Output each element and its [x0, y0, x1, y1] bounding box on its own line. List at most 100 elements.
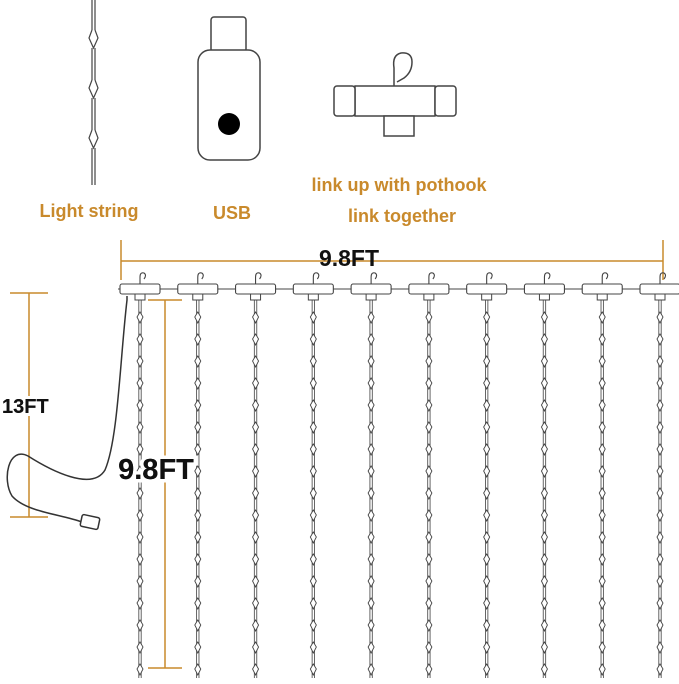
light-bulb — [136, 619, 144, 633]
light-bulb — [309, 333, 317, 347]
light-bulb — [425, 641, 433, 655]
light-bulb — [483, 399, 491, 413]
light-strand — [466, 272, 508, 678]
light-bulb — [252, 333, 260, 347]
light-bulb — [483, 619, 491, 633]
light-bulb — [598, 443, 606, 457]
light-bulb — [483, 509, 491, 523]
light-bulb — [425, 421, 433, 435]
light-bulb — [252, 575, 260, 589]
total-height-dimension-line — [10, 292, 48, 518]
light-bulb — [656, 333, 664, 347]
total-height-label-text: 13FT — [2, 396, 49, 418]
light-bulb — [656, 311, 664, 325]
light-bulb — [425, 663, 433, 677]
total-height-label: 13FT — [2, 396, 49, 418]
light-bulb — [136, 553, 144, 567]
light-bulb — [483, 421, 491, 435]
light-bulb — [194, 333, 202, 347]
light-bulb — [367, 443, 375, 457]
light-bulb — [136, 509, 144, 523]
light-bulb — [540, 553, 548, 567]
light-bulb — [656, 487, 664, 501]
light-bulb — [309, 575, 317, 589]
light-bulb — [252, 553, 260, 567]
light-bulb — [540, 531, 548, 545]
light-bulb — [367, 487, 375, 501]
light-bulb — [540, 663, 548, 677]
light-bulb — [194, 575, 202, 589]
pothook-connector — [408, 272, 450, 301]
light-bulb — [194, 355, 202, 369]
pothook-connector — [581, 272, 623, 301]
light-bulb — [598, 311, 606, 325]
light-bulb — [252, 619, 260, 633]
light-bulb — [483, 311, 491, 325]
light-bulb — [309, 509, 317, 523]
light-bulb — [309, 355, 317, 369]
pothook-connector — [350, 272, 392, 301]
light-bulb — [194, 553, 202, 567]
light-bulb — [252, 399, 260, 413]
pothook-caption-line1: link up with pothook — [312, 175, 488, 195]
light-bulb — [367, 421, 375, 435]
light-bulb — [598, 465, 606, 479]
light-strand — [350, 272, 392, 678]
light-bulb — [252, 377, 260, 391]
light-bulb — [367, 465, 375, 479]
light-bulb — [656, 377, 664, 391]
light-bulb — [483, 575, 491, 589]
light-bulb — [540, 465, 548, 479]
light-bulb — [656, 619, 664, 633]
light-bulb — [367, 619, 375, 633]
light-bulb — [598, 641, 606, 655]
light-bulb — [309, 487, 317, 501]
light-bulb — [425, 553, 433, 567]
light-bulb — [136, 641, 144, 655]
light-bulb — [252, 663, 260, 677]
pothook-caption-line2: link together — [348, 206, 456, 226]
light-bulb — [425, 531, 433, 545]
light-bulb — [367, 641, 375, 655]
pothook-connector — [292, 272, 334, 301]
usb-label: USB — [213, 203, 251, 223]
light-bulb — [656, 663, 664, 677]
light-bulb — [309, 641, 317, 655]
light-bulb — [367, 399, 375, 413]
usb-plug-illustration — [197, 16, 261, 161]
light-bulb — [656, 399, 664, 413]
light-bulb — [309, 465, 317, 479]
light-bulb — [136, 465, 144, 479]
light-bulb — [425, 509, 433, 523]
light-bulb — [540, 333, 548, 347]
light-bulb — [367, 355, 375, 369]
light-bulb — [367, 663, 375, 677]
light-bulb — [483, 597, 491, 611]
light-bulb — [367, 333, 375, 347]
light-bulb — [252, 421, 260, 435]
light-bulb — [598, 355, 606, 369]
light-bulb — [425, 575, 433, 589]
light-bulb — [252, 355, 260, 369]
light-bulb — [194, 509, 202, 523]
light-bulb — [656, 421, 664, 435]
light-bulb — [540, 377, 548, 391]
light-bulb — [483, 641, 491, 655]
light-bulb — [540, 575, 548, 589]
light-bulb — [252, 465, 260, 479]
light-bulb — [598, 575, 606, 589]
light-bulb — [309, 311, 317, 325]
light-bulb — [540, 355, 548, 369]
light-bulb — [425, 377, 433, 391]
light-bulb — [483, 443, 491, 457]
light-bulb — [598, 399, 606, 413]
light-bulb — [194, 641, 202, 655]
light-bulb — [194, 421, 202, 435]
light-bulb — [540, 399, 548, 413]
pothook-connector — [177, 272, 219, 301]
light-bulb — [483, 663, 491, 677]
light-bulb — [425, 619, 433, 633]
light-bulb — [540, 509, 548, 523]
light-bulb — [598, 421, 606, 435]
light-bulb — [194, 531, 202, 545]
